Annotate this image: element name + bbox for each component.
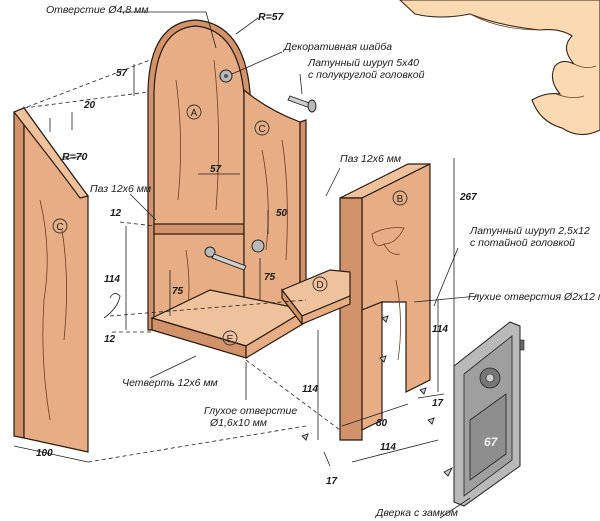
dim-57-top: 57: [116, 68, 128, 79]
dim-75-a: 75: [172, 286, 184, 297]
label-hole-top: Отверстие Ø4,8 мм: [46, 4, 149, 16]
label-screw-flat-2: с потайной головкой: [470, 237, 575, 249]
label-screw-round-2: с полукруглой головкой: [308, 69, 425, 81]
label-washer: Декоративная шайба: [283, 41, 392, 53]
hook-icon: [103, 293, 121, 319]
left-side-panel-c: [13, 106, 90, 453]
dim-267: 267: [459, 192, 477, 203]
dim-100: 100: [36, 448, 53, 459]
label-screw-round-1: Латунный шуруп 5x40: [307, 57, 419, 69]
inner-screw: [204, 239, 265, 271]
decorative-washer: [219, 69, 233, 83]
dim-80: 80: [376, 418, 388, 429]
label-radius-top: R=57: [258, 11, 285, 23]
dim-114-a: 114: [104, 274, 120, 285]
flat-head-screws: [301, 315, 454, 477]
front-panel-b: [339, 163, 431, 441]
label-door: Дверка с замком: [375, 507, 458, 519]
dimension-lines: [13, 59, 455, 467]
label-blind-hole-2: Ø1,6x10 мм: [209, 417, 267, 429]
label-blind-hole-1: Глухое отверстие: [204, 405, 297, 417]
dim-50: 50: [276, 208, 288, 219]
label-blind-holes: Глухие отверстия Ø2x12 мм: [468, 291, 600, 303]
label-screw-flat-1: Латунный шуруп 2,5x12: [469, 225, 590, 237]
round-head-screw: [287, 95, 317, 113]
dim-57-mid: 57: [210, 164, 222, 175]
dim-17-b: 17: [326, 476, 338, 487]
part-label-e: E: [227, 334, 234, 345]
shelf-d: [281, 269, 351, 326]
part-label-c-right: C: [258, 124, 265, 135]
door-with-lock: 67: [453, 321, 525, 507]
part-label-d: D: [316, 280, 323, 291]
label-groove-left: Паз 12x6 мм: [90, 183, 151, 195]
hand-illustration: [399, 0, 600, 136]
leader-lines: [122, 11, 479, 519]
dim-12-b: 12: [104, 334, 116, 345]
part-label-b: B: [397, 194, 404, 205]
dimension-values: 57 20 57 50 12 114 75 75 12 267 114 114 …: [36, 68, 477, 487]
dim-114-c: 114: [302, 384, 318, 395]
dim-20: 20: [83, 100, 96, 111]
door-number: 67: [484, 435, 499, 449]
label-quarter: Четверть 12x6 мм: [122, 377, 218, 389]
dim-75-b: 75: [264, 272, 276, 283]
dim-12-a: 12: [110, 208, 122, 219]
back-panel-a: [147, 19, 251, 331]
label-groove-right: Паз 12x6 мм: [340, 153, 401, 165]
dim-114-d: 114: [380, 442, 396, 453]
dim-17-a: 17: [432, 398, 444, 409]
bottom-shelf-e: [150, 289, 308, 360]
label-radius-side: R=70: [62, 151, 88, 163]
part-markers: A C B C D E: [52, 104, 408, 346]
part-label-c-left: C: [56, 222, 63, 233]
part-label-a: A: [191, 108, 198, 119]
dim-114-b: 114: [432, 324, 448, 335]
right-side-panel-c: [243, 88, 307, 333]
callouts: Отверстие Ø4,8 мм R=57 Декоративная шайб…: [46, 4, 600, 519]
